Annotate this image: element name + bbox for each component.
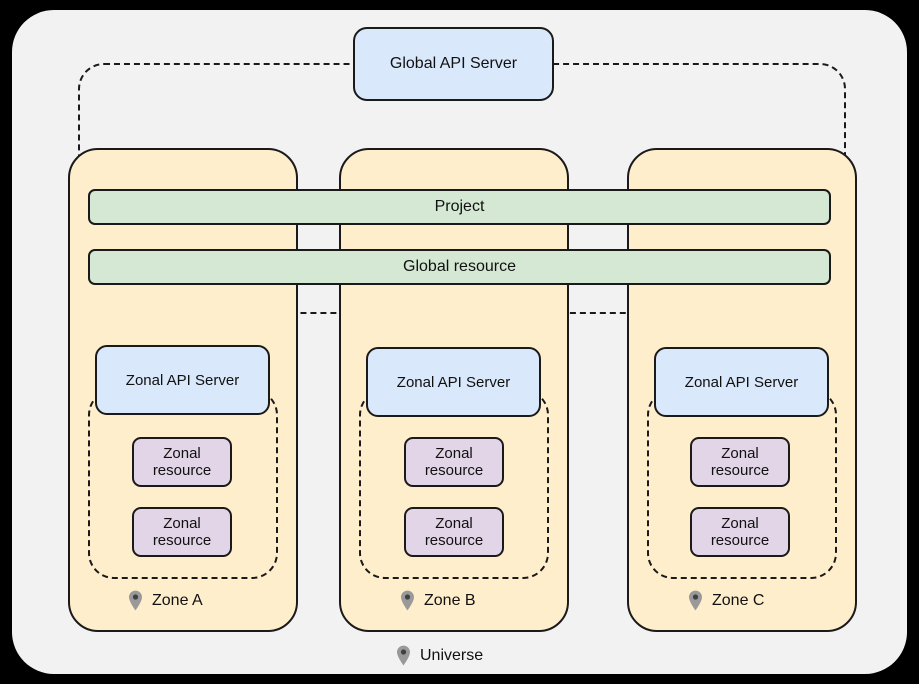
map-pin-icon [128,590,143,611]
universe-caption-label: Universe [420,646,484,664]
resource-label-line1: Zonal [163,445,201,462]
zone-caption-zone-c: Zone C [688,590,764,611]
zonal-api-server-zone-c[interactable]: Zonal API Server [654,347,829,417]
resource-label-line1: Zonal [721,515,759,532]
zonal-resource-zone-a-2[interactable]: Zonal resource [132,507,232,557]
zone-caption-zone-b: Zone B [400,590,476,611]
resource-label-line1: Zonal [163,515,201,532]
resource-label-line1: Zonal [435,445,473,462]
zonal-resource-zone-b-2[interactable]: Zonal resource [404,507,504,557]
global-bar-project[interactable]: Project [88,189,831,225]
global-bar-global-resource[interactable]: Global resource [88,249,831,285]
zone-caption-label: Zone C [712,591,765,609]
resource-label-line2: resource [152,462,212,479]
zonal-resource-zone-c-2[interactable]: Zonal resource [690,507,790,557]
resource-label-line2: resource [710,532,770,549]
resource-label-line1: Zonal [721,445,759,462]
zone-caption-label: Zone A [152,591,203,609]
map-pin-icon [396,645,411,666]
map-pin-icon [688,590,703,611]
zone-caption-zone-a: Zone A [128,590,203,611]
resource-label-line1: Zonal [435,515,473,532]
map-pin-icon [400,590,415,611]
resource-label-line2: resource [424,532,484,549]
zonal-resource-zone-a-1[interactable]: Zonal resource [132,437,232,487]
resource-label-line2: resource [710,462,770,479]
zonal-api-server-zone-b[interactable]: Zonal API Server [366,347,541,417]
zonal-api-server-zone-a[interactable]: Zonal API Server [95,345,270,415]
resource-label-line2: resource [152,532,212,549]
global-api-server-node[interactable]: Global API Server [353,27,554,101]
zone-caption-label: Zone B [424,591,476,609]
universe-caption: Universe [396,645,483,666]
resource-label-line2: resource [424,462,484,479]
zonal-resource-zone-c-1[interactable]: Zonal resource [690,437,790,487]
zonal-resource-zone-b-1[interactable]: Zonal resource [404,437,504,487]
